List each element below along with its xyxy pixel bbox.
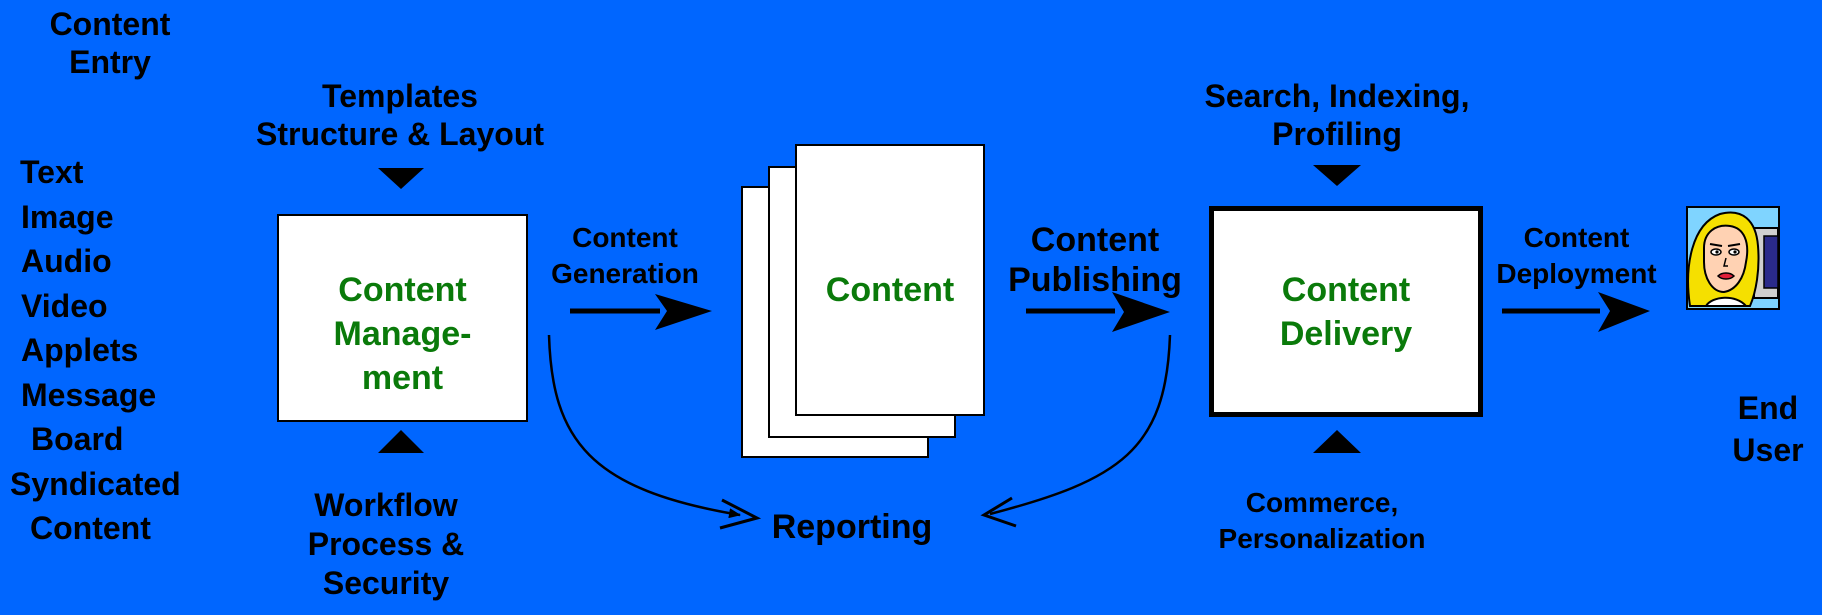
content-management-line3: ment (361, 359, 444, 398)
content-page-front: Content (795, 144, 985, 416)
content-entry-item-syndicated: Syndicated (10, 465, 181, 502)
content-management-label: Content Manage- ment (279, 268, 526, 401)
end-user-line2: User (1732, 431, 1804, 468)
search-label: Search, Indexing, Profiling (1177, 78, 1497, 154)
content-publishing-line2: Publishing (1008, 261, 1182, 300)
content-entry-item-video: Video (21, 287, 108, 324)
content-entry-title: Content Entry (40, 6, 180, 82)
content-entry-item-text: Text (20, 154, 84, 190)
content-publishing-line1: Content (1030, 221, 1160, 259)
content-entry-item-board: Board (31, 421, 124, 457)
content-management-line2: Manage- (333, 315, 472, 354)
reporting-curve-left (547, 334, 741, 519)
search-triangle (1313, 165, 1361, 186)
content-entry-item-message: Message (21, 376, 157, 413)
content-deployment-arrowhead (1598, 292, 1650, 332)
commerce-line2: Personalization (1218, 523, 1426, 555)
content-stack-label: Content (825, 271, 955, 309)
content-generation-line1: Content (572, 222, 678, 253)
reporting-curve-left-head (719, 498, 762, 530)
reporting-label: Reporting (771, 508, 933, 546)
templates-triangle (378, 168, 424, 189)
workflow-line1: Workflow (314, 487, 458, 523)
templates-line1: Templates (322, 78, 478, 114)
reporting-curve-right (989, 334, 1172, 516)
content-delivery-line2: Delivery (1279, 315, 1413, 354)
content-delivery-box: Content Delivery (1209, 206, 1483, 417)
commerce-line1: Commerce, (1245, 487, 1399, 518)
templates-label: Templates Structure & Layout (222, 78, 578, 154)
search-line1: Search, Indexing, (1204, 78, 1470, 114)
end-user-clipart (1686, 206, 1780, 310)
commerce-triangle (1313, 430, 1361, 453)
reporting-curve-right-head (980, 496, 1017, 528)
content-entry-item-content: Content (30, 510, 151, 546)
content-management-line1: Content (338, 271, 467, 309)
search-line2: Profiling (1272, 115, 1402, 152)
workflow-label: Workflow Process & Security (286, 486, 486, 603)
workflow-line2: Process & (307, 526, 465, 563)
content-deployment-line1: Content (1523, 222, 1630, 253)
content-entry-item-applets: Applets (21, 332, 139, 368)
workflow-triangle (378, 430, 424, 453)
commerce-label: Commerce, Personalization (1192, 485, 1452, 558)
content-delivery-line1: Content (1281, 271, 1411, 309)
content-generation-arrowhead (655, 294, 712, 330)
templates-line2: Structure & Layout (255, 115, 545, 152)
content-delivery-label: Content Delivery (1214, 268, 1478, 356)
content-publishing-arrowhead (1112, 292, 1170, 332)
content-management-box: Content Manage- ment (277, 214, 528, 422)
content-deployment-label: Content Deployment (1484, 220, 1669, 293)
content-entry-list: Text Image Audio Video Applets Message B… (10, 150, 210, 551)
content-entry-item-audio: Audio (21, 243, 112, 279)
content-generation-line2: Generation (551, 258, 699, 290)
workflow-line3: Security (322, 565, 450, 602)
content-publishing-label: Content Publishing (995, 220, 1195, 300)
end-user-label: End User (1700, 388, 1822, 471)
content-entry-item-image: Image (21, 198, 114, 235)
content-deployment-line2: Deployment (1496, 258, 1657, 290)
end-user-line1: End (1737, 390, 1799, 426)
content-generation-label: Content Generation (535, 220, 715, 293)
content-entry-title-line2: Entry (69, 43, 151, 80)
content-entry-title-line1: Content (49, 6, 171, 42)
